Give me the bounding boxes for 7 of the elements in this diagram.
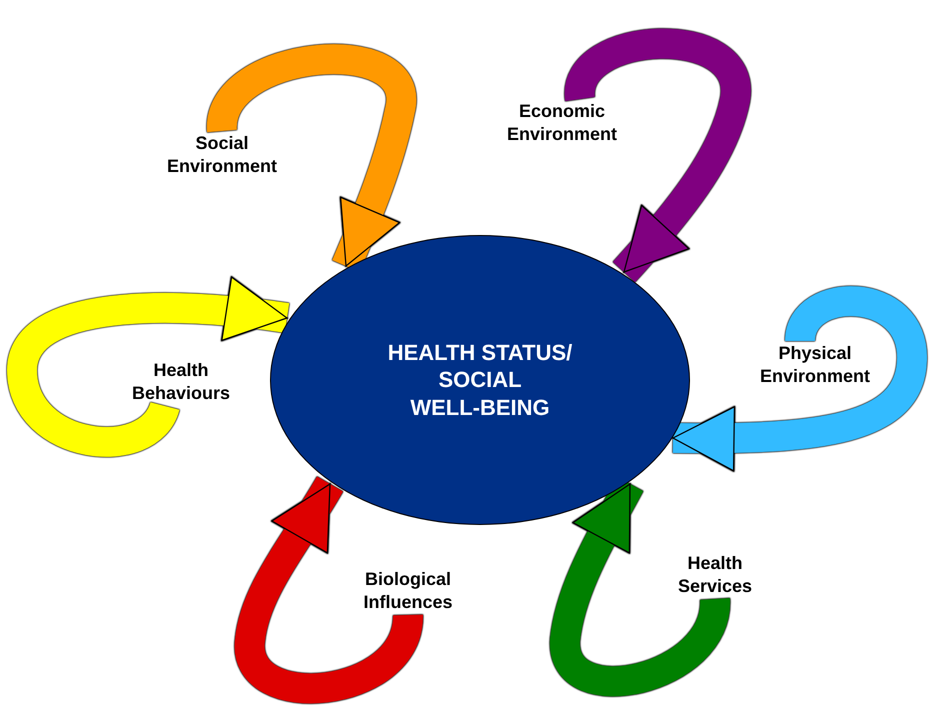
factor-label: Biological Influences [343, 567, 473, 615]
factor-label: Health Services [660, 551, 770, 599]
factor-label: Economic Environment [480, 99, 644, 147]
factor-label: Physical Environment [745, 341, 885, 389]
factor-label: Health Behaviours [116, 358, 246, 406]
center-title: HEALTH STATUS/ SOCIAL WELL-BEING [386, 338, 574, 422]
factor-label: Social Environment [152, 131, 292, 179]
